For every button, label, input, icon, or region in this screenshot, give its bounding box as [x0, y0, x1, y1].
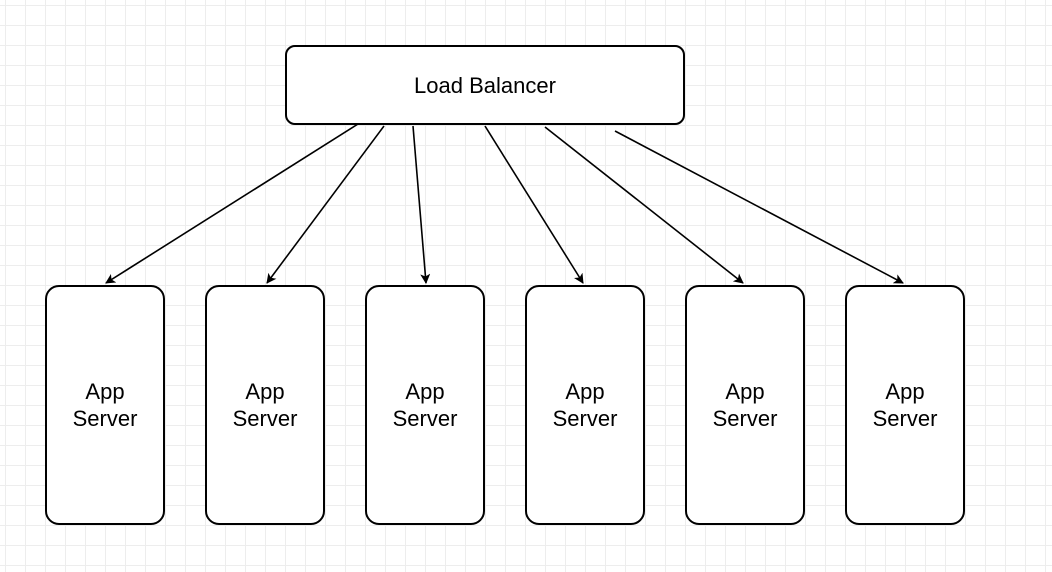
- load-balancer-node[interactable]: Load Balancer: [285, 45, 685, 125]
- edge-lb-to-app-server-1[interactable]: [105, 123, 359, 284]
- app-server-label-line2: Server: [712, 406, 778, 431]
- app-server-label-line1: App: [85, 379, 125, 404]
- app-server-label-line2: Server: [392, 406, 458, 431]
- app-server-node-4[interactable]: App Server: [525, 285, 645, 525]
- app-server-label-line2: Server: [72, 406, 138, 431]
- app-server-label-line2: Server: [872, 406, 938, 431]
- app-server-label-line2: Server: [232, 406, 298, 431]
- app-server-node-5[interactable]: App Server: [685, 285, 805, 525]
- app-server-label-line1: App: [405, 379, 445, 404]
- app-server-label-line1: App: [885, 379, 925, 404]
- app-server-label-line1: App: [565, 379, 605, 404]
- app-server-node-3[interactable]: App Server: [365, 285, 485, 525]
- app-server-node-1[interactable]: App Server: [45, 285, 165, 525]
- app-server-label-line1: App: [725, 379, 765, 404]
- app-server-label-line2: Server: [552, 406, 618, 431]
- app-server-node-6[interactable]: App Server: [845, 285, 965, 525]
- edge-lb-to-app-server-3[interactable]: [412, 125, 431, 284]
- edge-lb-to-app-server-4[interactable]: [484, 125, 584, 284]
- edge-lb-to-app-server-2[interactable]: [266, 125, 385, 284]
- app-server-label-line1: App: [245, 379, 285, 404]
- edge-lb-to-app-server-6[interactable]: [614, 130, 904, 284]
- load-balancer-label: Load Balancer: [414, 72, 556, 98]
- edge-lb-to-app-server-5[interactable]: [544, 126, 744, 284]
- app-server-node-2[interactable]: App Server: [205, 285, 325, 525]
